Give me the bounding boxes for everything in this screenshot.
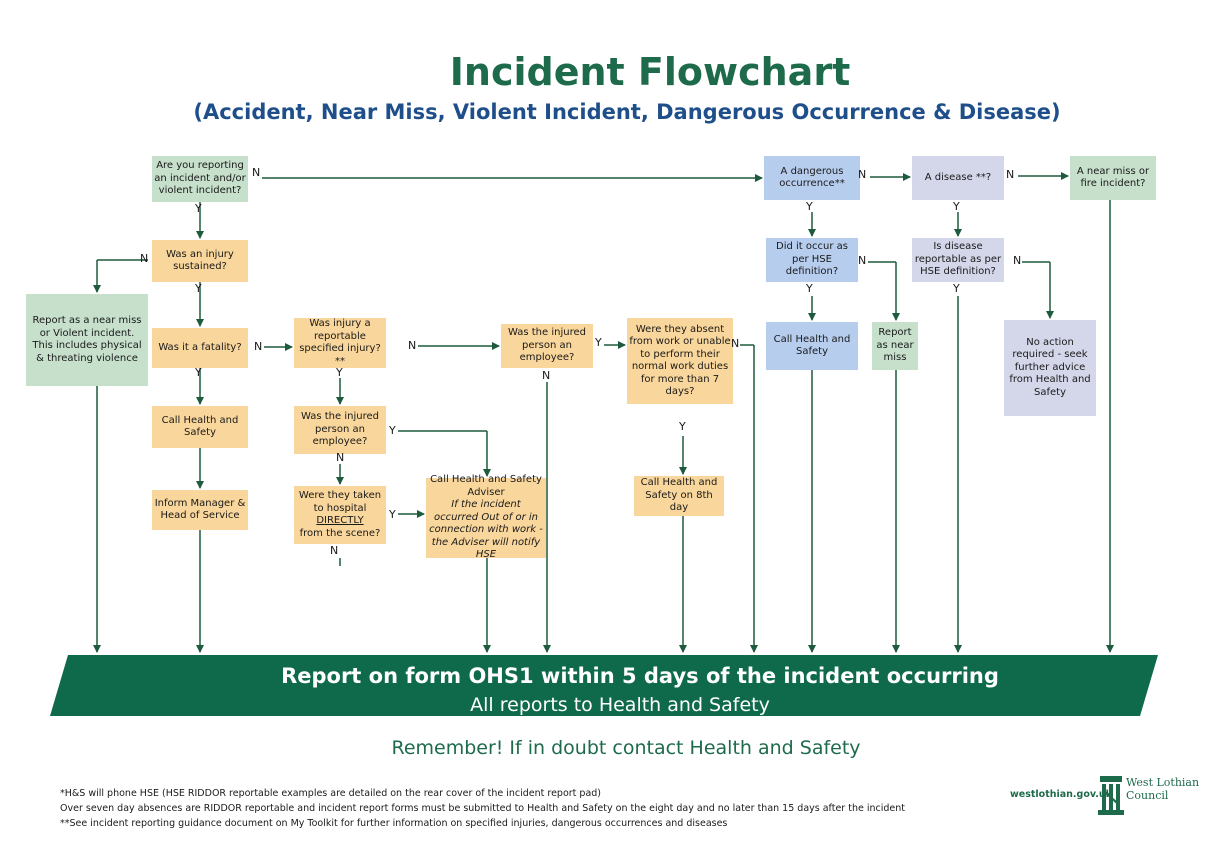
node-call-health-safety-8th-day: Call Health and Safety on 8th day — [634, 476, 724, 516]
node-call-health-safety-1: Call Health and Safety — [152, 406, 248, 448]
node-hospital-question: Were they taken to hospital DIRECTLY fro… — [294, 486, 386, 544]
footnote-1: *H&S will phone HSE (HSE RIDDOR reportab… — [60, 788, 601, 799]
node-disease-question: A disease **? — [912, 156, 1004, 200]
label-no-absent: N — [731, 337, 740, 350]
label-yes-reporting: Y — [195, 202, 202, 215]
node-hse-definition-question: Did it occur as per HSE definition? — [766, 238, 858, 282]
node-dangerous-occurrence: A dangerous occurrence** — [764, 156, 860, 200]
node-employee-question-left: Was the injured person an employee? — [294, 406, 386, 454]
node-fatality-question: Was it a fatality? — [152, 328, 248, 368]
label-no-injury: N — [140, 252, 149, 265]
node-call-health-safety-2: Call Health and Safety — [766, 322, 858, 370]
council-logo-line1: West Lothian — [1126, 776, 1200, 789]
label-yes-reportable: Y — [336, 366, 343, 379]
call-adviser-title: Call Health and Safety Adviser — [430, 474, 542, 498]
footnote-2: Over seven day absences are RIDDOR repor… — [60, 803, 905, 814]
council-logo-text: West Lothian Council — [1126, 776, 1199, 802]
label-no-disease-reportable: N — [1013, 254, 1022, 267]
page-subtitle: (Accident, Near Miss, Violent Incident, … — [193, 100, 1061, 124]
node-no-action: No action required - seek further advice… — [1004, 320, 1096, 416]
node-reporting-question: Are you reporting an incident and/or vio… — [152, 156, 248, 202]
label-no-dangerous: N — [858, 168, 867, 181]
hospital-question-line1: Were they taken to hospital — [298, 490, 382, 514]
website-link[interactable]: westlothian.gov.uk — [1010, 789, 1112, 800]
label-yes-disease-reportable: Y — [953, 282, 960, 295]
label-no-employee-mid: N — [542, 369, 551, 382]
council-crest-icon — [1098, 776, 1124, 815]
label-yes-employee-mid: Y — [595, 336, 602, 349]
label-yes-injury: Y — [195, 282, 202, 295]
label-no-reportable: N — [408, 339, 417, 352]
node-reportable-injury-question: Was injury a reportable specified injury… — [294, 318, 386, 368]
label-yes-fatality: Y — [195, 366, 202, 379]
label-yes-disease: Y — [953, 200, 960, 213]
node-injury-question: Was an injury sustained? — [152, 240, 248, 282]
council-logo-line2: Council — [1126, 789, 1169, 802]
node-disease-reportable-question: Is disease reportable as per HSE definit… — [912, 238, 1004, 282]
label-no-fatality: N — [254, 340, 263, 353]
hospital-question-line3: from the scene? — [299, 527, 381, 539]
page-title: Incident Flowchart — [449, 50, 851, 94]
report-banner-main: Report on form OHS1 within 5 days of the… — [281, 664, 999, 688]
label-yes-employee-left: Y — [389, 424, 396, 437]
label-yes-hse: Y — [806, 282, 813, 295]
node-near-miss-fire-question: A near miss or fire incident? — [1070, 156, 1156, 200]
report-banner-sub: All reports to Health and Safety — [470, 694, 770, 716]
label-no-hospital: N — [330, 544, 339, 557]
node-report-near-miss-2: Report as near miss — [872, 322, 918, 370]
node-call-adviser: Call Health and Safety Adviser If the in… — [426, 474, 546, 560]
label-yes-absent: Y — [679, 420, 686, 433]
label-no-hse: N — [858, 254, 867, 267]
node-employee-question-mid: Was the injured person an employee? — [501, 324, 593, 368]
footnote-3: **See incident reporting guidance docume… — [60, 818, 728, 829]
label-no-reporting: N — [252, 166, 261, 179]
label-yes-hospital: Y — [389, 508, 396, 521]
node-absent-question: Were they absent from work or unable to … — [627, 318, 733, 404]
hospital-question-directly: DIRECTLY — [316, 515, 364, 526]
label-no-employee-left: N — [336, 451, 345, 464]
node-inform-manager: Inform Manager & Head of Service — [152, 490, 248, 530]
node-report-near-miss-violent: Report as a near miss or Violent inciden… — [26, 294, 148, 386]
report-banner-shape — [50, 655, 1158, 716]
reminder-text: Remember! If in doubt contact Health and… — [391, 737, 861, 759]
call-adviser-note: If the incident occurred Out of or in co… — [429, 499, 543, 561]
label-yes-dangerous: Y — [806, 200, 813, 213]
label-no-disease: N — [1006, 168, 1015, 181]
